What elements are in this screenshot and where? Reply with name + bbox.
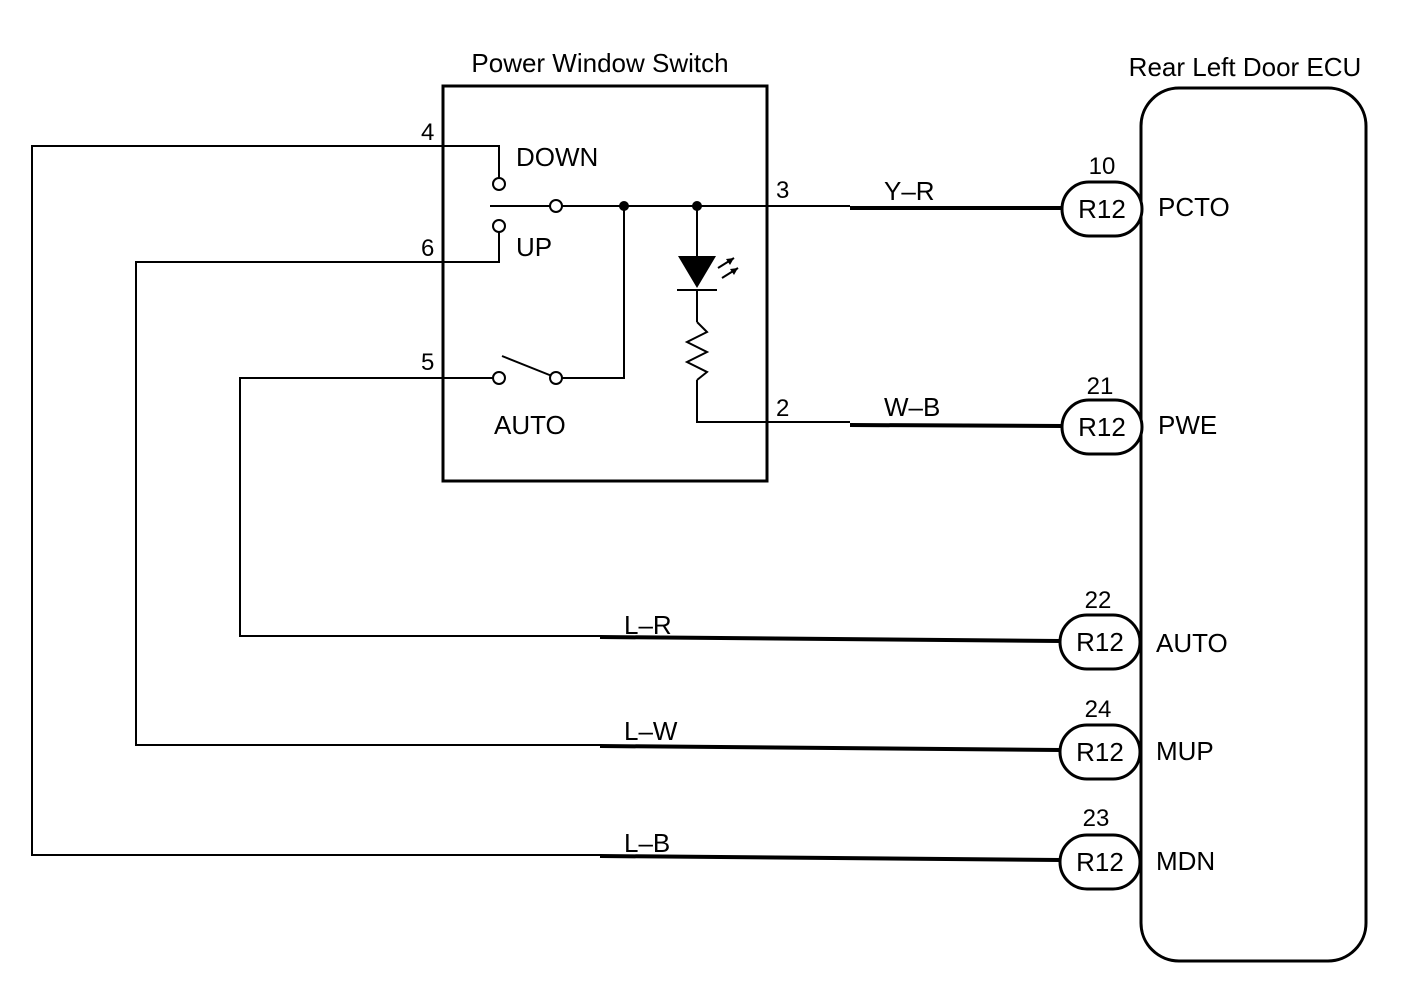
wire-color-label: Y–R bbox=[884, 176, 935, 206]
connector-pill bbox=[1060, 398, 1144, 456]
wire-color-label: W–B bbox=[884, 392, 940, 422]
wire-color-label: L–B bbox=[624, 828, 670, 858]
contact-down-label: DOWN bbox=[516, 142, 598, 172]
ecu-box bbox=[1139, 86, 1368, 963]
connector-row-mup: R12 24 MUP bbox=[1058, 696, 1214, 781]
ecu-signal-name: PCTO bbox=[1158, 192, 1230, 222]
pin-3-label: 3 bbox=[776, 177, 789, 204]
pin-2-label: 2 bbox=[776, 395, 789, 422]
pin-5-label: 5 bbox=[421, 349, 434, 376]
pin-4-label: 4 bbox=[421, 119, 434, 146]
switch-internal-wiring bbox=[443, 145, 767, 423]
pin-6-label: 6 bbox=[421, 235, 434, 262]
switch-title: Power Window Switch bbox=[471, 48, 728, 78]
ecu-signal-name: AUTO bbox=[1156, 628, 1228, 658]
contact-up-point bbox=[492, 219, 506, 233]
wire-color-label: L–R bbox=[624, 610, 672, 640]
contact-common-point bbox=[549, 199, 563, 213]
connector-label: R12 bbox=[1078, 412, 1126, 442]
connector-label: R12 bbox=[1076, 737, 1124, 767]
ecu-pin-number: 10 bbox=[1089, 153, 1116, 180]
junction-dot bbox=[692, 201, 702, 211]
switch-box bbox=[441, 84, 769, 483]
connector-label: R12 bbox=[1078, 194, 1126, 224]
ecu-signal-name: PWE bbox=[1158, 410, 1217, 440]
connector-pill bbox=[1058, 833, 1142, 891]
wire-color-label: L–W bbox=[624, 716, 678, 746]
contact-auto-label: AUTO bbox=[494, 410, 566, 440]
connector-row-pcto: R12 10 PCTO bbox=[1060, 153, 1230, 238]
contact-auto-in-point bbox=[492, 371, 506, 385]
harness-wires bbox=[31, 145, 1063, 862]
connector-label: R12 bbox=[1076, 627, 1124, 657]
junction-dot bbox=[619, 201, 629, 211]
contact-up-label: UP bbox=[516, 232, 552, 262]
ecu-signal-name: MUP bbox=[1156, 736, 1214, 766]
ecu-signal-name: MDN bbox=[1156, 846, 1215, 876]
ecu-pin-number: 23 bbox=[1083, 805, 1110, 832]
ecu-pin-number: 22 bbox=[1085, 587, 1112, 614]
connector-row-auto: R12 22 AUTO bbox=[1058, 587, 1228, 671]
ecu-pin-number: 21 bbox=[1087, 373, 1114, 400]
connector-row-pwe: R12 21 PWE bbox=[1060, 373, 1217, 456]
connector-pill bbox=[1060, 180, 1144, 238]
connector-pill bbox=[1058, 723, 1142, 781]
ecu-pin-number: 24 bbox=[1085, 696, 1112, 723]
led-indicator-icon bbox=[677, 256, 739, 291]
connector-pill bbox=[1058, 613, 1142, 671]
contact-down-point bbox=[492, 177, 506, 191]
connector-label: R12 bbox=[1076, 847, 1124, 877]
ecu-title: Rear Left Door ECU bbox=[1129, 52, 1362, 82]
contact-auto-out-point bbox=[549, 371, 563, 385]
connector-row-mdn: R12 23 MDN bbox=[1058, 805, 1215, 891]
